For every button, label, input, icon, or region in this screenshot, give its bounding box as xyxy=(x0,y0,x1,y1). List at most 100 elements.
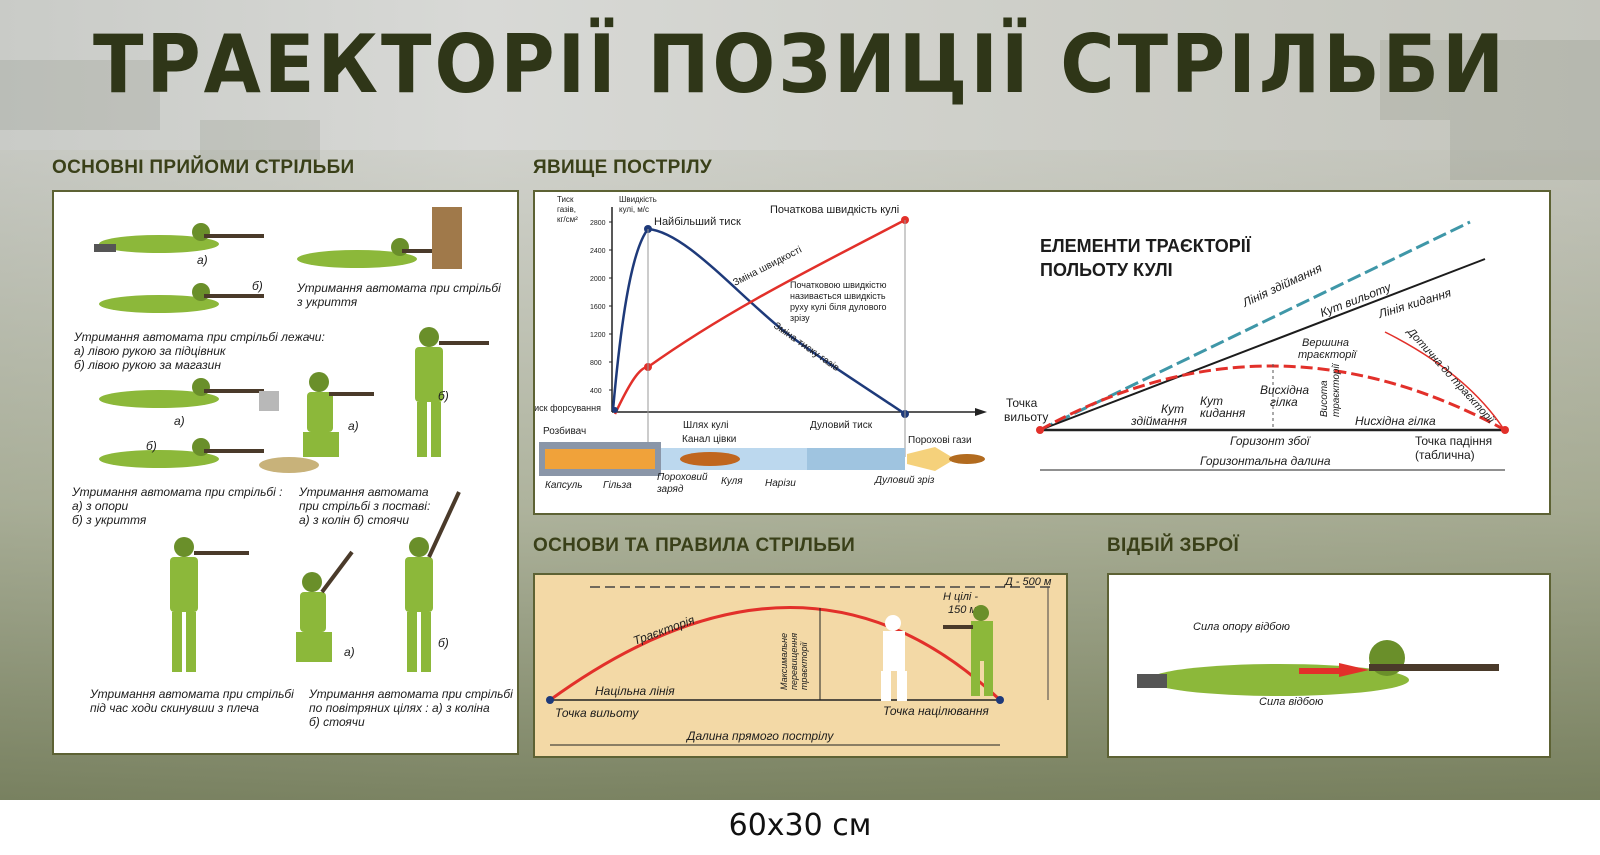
camo-patch xyxy=(0,60,160,130)
y2-label-2: кулі, м/с xyxy=(619,205,649,214)
powder-gases-label: Порохові гази xyxy=(908,435,972,446)
tangent-label: Дотична до траєкторії xyxy=(1403,324,1497,426)
camo-patch xyxy=(200,120,320,160)
caption-air-3: б) стоячи xyxy=(309,715,365,729)
y-tick-label: 2000 xyxy=(590,276,606,283)
rules-aim-label: Точка націлювання xyxy=(883,704,989,718)
definition-4: зрізу xyxy=(790,313,810,323)
definition-3: руху кулі біля дулового xyxy=(790,302,886,312)
techniques-panel: а) Утримання автомата при стрільбі з укр… xyxy=(52,190,519,755)
pressure-curve xyxy=(611,227,906,416)
exploder-label: Розбивач xyxy=(543,425,586,437)
forcing-point xyxy=(612,407,618,413)
techniques-figures: а) Утримання автомата при стрільбі з укр… xyxy=(71,207,513,729)
rules-departure-label: Точка вильоту xyxy=(555,706,639,720)
rules-departure-point xyxy=(546,696,554,704)
height-label-1: Висота xyxy=(1319,380,1330,417)
x-axis-arrow xyxy=(975,408,987,416)
y1-label-2: газів, xyxy=(557,205,576,214)
caption-air-2: по повітряних цілях : а) з коліна xyxy=(309,701,490,715)
poster-size: 60x30 см xyxy=(728,808,872,843)
y-tick-label: 1200 xyxy=(590,332,606,339)
y-tick-label: 800 xyxy=(590,360,602,367)
soldier-prone-recoil xyxy=(1137,640,1499,696)
section-title-techniques: ОСНОВНІ ПРИЙОМИ СТРІЛЬБИ xyxy=(52,157,355,178)
ascending-label-2: гілка xyxy=(1270,395,1298,409)
soldier-kneeling xyxy=(303,372,374,457)
horizon-label: Горизонт збої xyxy=(1230,434,1311,448)
recoil-force-label: Сила відбою xyxy=(1259,696,1323,708)
caption-support-2: а) з опори xyxy=(72,499,129,513)
y-tick-label: 400 xyxy=(590,388,602,395)
apex-label-1: Вершина xyxy=(1302,337,1349,349)
rules-trajectory-label: Траєкторія xyxy=(631,612,697,647)
marker-b-4: б) xyxy=(438,636,449,650)
elements-title-1: ЕЛЕМЕНТИ ТРАЄКТОРІЇ xyxy=(1040,236,1252,256)
forcing-label: Тиск форсування xyxy=(535,403,601,413)
bore-label: Канал цівки xyxy=(682,434,736,445)
rules-diagram: Д - 500 м Н цілі - 150 м Траєкторія Макс… xyxy=(546,576,1055,746)
caption-air-1: Утримання автомата при стрільбі xyxy=(308,687,513,701)
shot-panel: Тиск газів, кг/см² Швидкість кулі, м/с 2… xyxy=(533,190,1551,515)
y-tick-label: 2800 xyxy=(590,220,606,227)
section-title-rules: ОСНОВИ ТА ПРАВИЛА СТРІЛЬБИ xyxy=(533,535,856,556)
soldier-prone-cover xyxy=(297,207,462,269)
part-muzzle: Дуловий зріз xyxy=(874,475,935,486)
part-rifling: Нарізи xyxy=(765,478,796,489)
definition-1: Початковою швидкістю xyxy=(790,280,887,290)
descending-label: Нисхідна гілка xyxy=(1355,414,1436,428)
caption-walking-1: Утримання автомата при стрільбі xyxy=(89,687,294,701)
caption-postures-1: Утримання автомата xyxy=(298,485,429,499)
camo-patch xyxy=(1450,120,1600,180)
range-label: Горизонтальна далина xyxy=(1200,454,1331,468)
recoil-panel: Сила опору відбою Сила відбою xyxy=(1107,573,1551,758)
impact-point-label-1: Точка падіння xyxy=(1415,434,1492,448)
apex-label-2: траєкторії xyxy=(1298,349,1358,361)
initial-velocity-label: Початкова швидкість кулі xyxy=(770,204,899,216)
shot-diagram: Тиск газів, кг/см² Швидкість кулі, м/с 2… xyxy=(535,195,1509,495)
soldier-prone-b xyxy=(99,283,264,313)
marker-a-4: а) xyxy=(344,645,355,659)
soldier-prone-support xyxy=(99,378,279,411)
part-case: Гільза xyxy=(603,480,632,491)
poster-board: ТРАЕКТОРІЇ ПОЗИЦІЇ СТРІЛЬБИ ОСНОВНІ ПРИЙ… xyxy=(0,0,1600,800)
point-blank-label: Далина прямого пострілу xyxy=(685,729,834,743)
y2-label-1: Швидкість xyxy=(619,195,657,204)
rules-trajectory xyxy=(549,606,1002,702)
elements-title-2: ПОЛЬОТУ КУЛІ xyxy=(1040,260,1173,280)
soldier-walking xyxy=(170,537,249,672)
marker-b-3: б) xyxy=(146,439,157,453)
velocity-curve xyxy=(613,218,906,415)
soldier-prone-a xyxy=(94,223,264,253)
max-excess-label-1: Максимальне xyxy=(779,633,789,690)
departure-line-label: Лінія здіймання xyxy=(1239,261,1324,311)
y1-label-1: Тиск xyxy=(557,195,574,204)
throw-angle-label-1: Кут xyxy=(1200,394,1223,408)
pressure-change-label: Зміна тиску газів xyxy=(771,320,841,373)
throw-angle-label-2: кидання xyxy=(1200,406,1246,420)
caption-lying-3: б) лівою рукою за магазин xyxy=(74,358,221,372)
distance-label: Д - 500 м xyxy=(1003,576,1052,588)
elevation-angle-label-2: здіймання xyxy=(1130,414,1188,428)
impact-point-label-2: (таблична) xyxy=(1415,448,1475,462)
caption-walking-2: під час ходи скинувши з плеча xyxy=(90,701,259,715)
enemy-silhouette xyxy=(881,615,907,701)
poster-title: ТРАЕКТОРІЇ ПОЗИЦІЇ СТРІЛЬБИ xyxy=(92,18,1508,112)
trajectory-curve xyxy=(1039,364,1506,432)
section-title-shot: ЯВИЩЕ ПОСТРІЛУ xyxy=(533,157,712,178)
soldier-standing xyxy=(415,327,489,457)
elevation-angle-label-1: Кут xyxy=(1161,402,1184,416)
caption-lying-2: а) лівою рукою за підцівник xyxy=(74,344,227,358)
definition-2: називається швидкість xyxy=(790,291,886,301)
height-label-2: траєкторії xyxy=(1331,362,1342,417)
soldier-prone-cover-b xyxy=(99,438,319,473)
departure-point-label-1: Точка xyxy=(1006,396,1038,410)
departure-point xyxy=(1036,426,1044,434)
y-tick-label: 1600 xyxy=(590,304,606,311)
part-bullet: Куля xyxy=(721,476,743,487)
marker-b: б) xyxy=(252,279,263,293)
target-height-label-2: 150 м xyxy=(948,604,977,616)
caption-lying-1: Утримання автомата при стрільбі лежачи: xyxy=(73,330,325,344)
aim-line-label: Націльна лінія xyxy=(595,684,675,698)
